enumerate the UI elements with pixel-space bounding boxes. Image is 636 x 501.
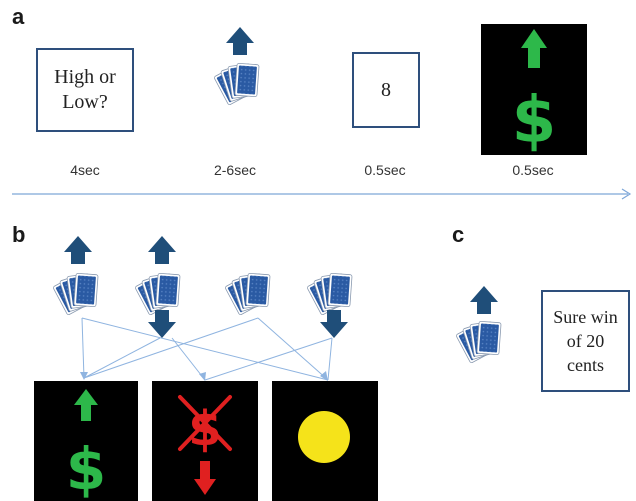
dollar-sign-icon: $ xyxy=(512,84,557,155)
up-arrow-icon xyxy=(470,286,498,314)
number-text: 8 xyxy=(381,78,391,101)
prompt-text-line2: Low? xyxy=(62,91,108,113)
sure-win-line1: Sure win xyxy=(553,307,618,327)
down-arrow-icon xyxy=(194,461,216,495)
panel-b-label: b xyxy=(12,222,26,247)
loss-outcome-panel: $ xyxy=(152,381,258,501)
sure-win-line2: of 20 xyxy=(566,331,605,351)
neutral-outcome-panel xyxy=(272,381,378,501)
yellow-circle-icon xyxy=(298,411,350,463)
prompt-box: High or Low? xyxy=(36,48,134,132)
dollar-sign-icon: $ xyxy=(66,435,106,501)
up-arrow-icon xyxy=(521,29,547,68)
panel-a-label: a xyxy=(12,4,25,29)
timing-label-1: 4sec xyxy=(70,162,100,178)
connector-lines xyxy=(81,317,333,381)
win-feedback-panel-a: $ xyxy=(481,24,587,155)
panel-c-label: c xyxy=(452,222,465,247)
timing-label-2: 2-6sec xyxy=(213,162,257,178)
win-outcome-panel: $ xyxy=(34,381,138,501)
prompt-text-line1: High or xyxy=(54,66,116,88)
up-arrow-icon xyxy=(74,389,98,421)
sure-win-line3: cents xyxy=(567,355,604,375)
sure-win-box: Sure win of 20 cents xyxy=(541,290,630,392)
timing-label-4: 0.5sec xyxy=(512,162,554,178)
cross-out-icon xyxy=(178,395,232,451)
card-deck-icon xyxy=(456,321,501,363)
timeline-arrow-icon xyxy=(12,188,632,200)
timing-label-3: 0.5sec xyxy=(364,162,406,178)
number-box: 8 xyxy=(352,52,420,128)
